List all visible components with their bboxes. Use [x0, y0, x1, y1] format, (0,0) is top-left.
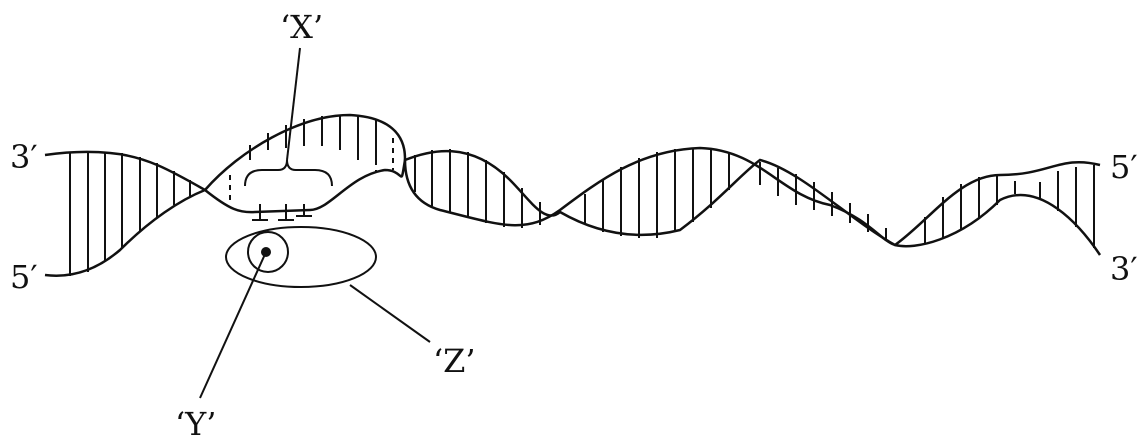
- base-pairs-right: [760, 162, 1094, 248]
- right-top-label: 5′: [1110, 148, 1138, 186]
- x-label: ‘X’: [280, 8, 323, 46]
- y-label: ‘Y’: [175, 405, 216, 441]
- right-bottom-label: 3′: [1110, 250, 1138, 288]
- bottom-strand: [45, 151, 1100, 276]
- x-brace: [245, 160, 332, 186]
- base-pairs-bulge: [230, 115, 393, 200]
- left-bottom-label: 5′: [10, 258, 38, 296]
- x-pointer-line: [287, 48, 300, 160]
- z-label: ‘Z’: [433, 342, 476, 380]
- y-pointer-line: [200, 252, 266, 398]
- base-pairs-middle: [415, 148, 729, 238]
- base-pairs-left: [70, 151, 190, 276]
- z-pointer-line: [350, 285, 430, 342]
- top-strand: [45, 115, 1100, 245]
- left-top-label: 3′: [10, 138, 38, 176]
